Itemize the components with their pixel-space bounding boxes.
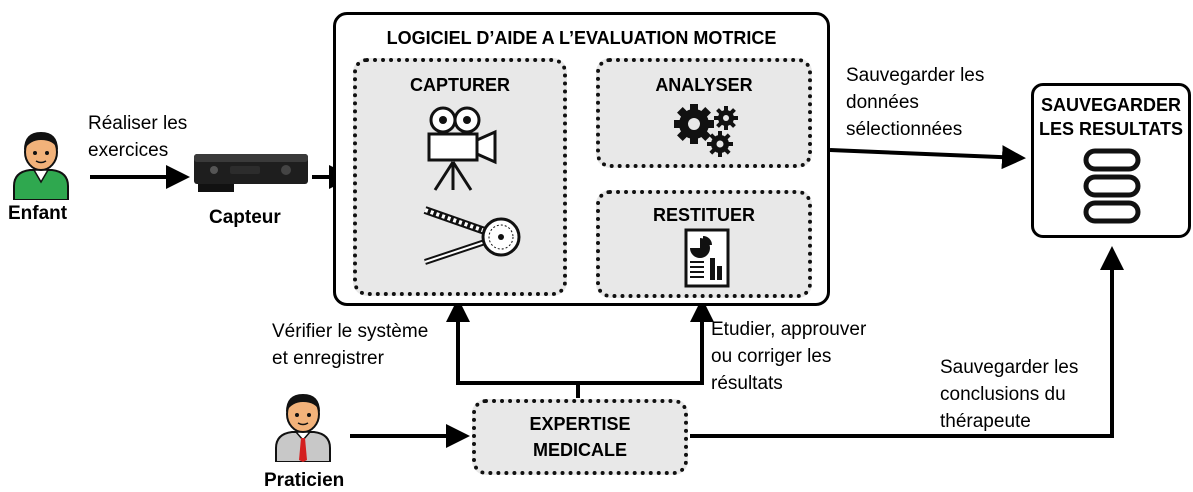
gears-icon: [674, 104, 738, 157]
analyze-title: ANALYSER: [655, 75, 753, 95]
verify-label-line1: Vérifier le système: [272, 321, 429, 342]
save-results-box: SAUVEGARDER LES RESULTATS: [1031, 83, 1191, 238]
arrow-expertise-branch: [458, 381, 580, 398]
goniometer-icon: [423, 206, 521, 265]
save-conclusions-label-line3: thérapeute: [940, 411, 1031, 432]
restore-module: RESTITUER: [596, 190, 812, 298]
arrow-software-to-save: [829, 145, 1026, 170]
save-conclusions-label-line2: conclusions du: [940, 384, 1066, 405]
expertise-title-line1: EXPERTISE: [529, 414, 631, 434]
study-label-line2: ou corriger les: [711, 346, 832, 367]
exercises-label-line1: Réaliser les: [88, 113, 188, 134]
save-selected-label-line3: sélectionnées: [846, 119, 963, 140]
save-title-line2: LES RESULTATS: [1039, 119, 1183, 139]
child-label: Enfant: [8, 203, 68, 224]
expertise-module: EXPERTISE MEDICALE: [472, 399, 688, 475]
sensor-label: Capteur: [209, 207, 281, 228]
child-person-icon: [13, 132, 69, 200]
save-title-line1: SAUVEGARDER: [1040, 95, 1182, 115]
depth-sensor-icon: [194, 154, 308, 192]
restore-title: RESTITUER: [652, 205, 755, 225]
software-title: LOGICIEL D’AIDE A L’EVALUATION MOTRICE: [386, 28, 777, 48]
save-conclusions-label-line1: Sauvegarder les: [940, 357, 1079, 378]
analyze-module: ANALYSER: [596, 58, 812, 168]
expertise-title-line2: MEDICALE: [533, 440, 627, 460]
practitioner-label: Praticien: [264, 470, 345, 491]
save-selected-label-line1: Sauvegarder les: [846, 65, 985, 86]
arrow-expertise-to-save: [690, 246, 1124, 438]
study-label-line1: Etudier, approuver: [711, 319, 867, 340]
exercises-label-line2: exercices: [88, 140, 169, 161]
database-icon: [1083, 148, 1141, 224]
report-document-icon: [684, 228, 730, 288]
practitioner-person-icon: [275, 394, 331, 462]
capture-title: CAPTURER: [409, 75, 510, 95]
film-camera-icon: [427, 106, 497, 191]
verify-label-line2: et enregistrer: [272, 348, 384, 369]
capture-module: CAPTURER: [353, 58, 567, 296]
study-label-line3: résultats: [711, 373, 783, 394]
save-selected-label-line2: données: [846, 92, 919, 113]
